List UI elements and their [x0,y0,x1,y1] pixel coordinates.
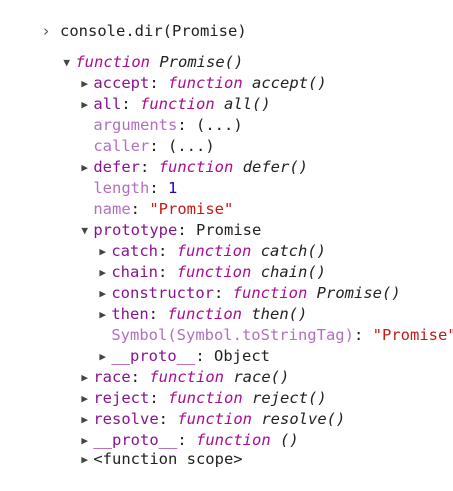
proto-catch[interactable]: ▶catch: function catch() [99,242,327,260]
triangle-right-icon[interactable]: ▶ [81,161,88,174]
proto-proto[interactable]: ▶__proto__: Object [99,347,271,365]
prop-length: ▶length: 1 [93,179,178,197]
triangle-right-icon[interactable]: ▶ [99,287,106,300]
console-command-line: › console.dir(Promise) [4,0,246,40]
prop-race[interactable]: ▶race: function race() [81,368,290,386]
triangle-right-icon[interactable]: ▶ [81,413,88,426]
prop-resolve[interactable]: ▶resolve: function resolve() [81,410,346,428]
proto-symbol-tostringtag: ▶Symbol(Symbol.toStringTag): "Promise" [111,326,453,344]
triangle-right-icon[interactable]: ▶ [81,77,88,90]
prop-reject[interactable]: ▶reject: function reject() [81,389,327,407]
triangle-right-icon[interactable]: ▶ [99,350,106,363]
triangle-down-icon[interactable]: ▼ [63,56,70,69]
triangle-right-icon[interactable]: ▶ [81,453,88,466]
proto-then[interactable]: ▶then: function then() [99,305,308,323]
triangle-right-icon[interactable]: ▶ [81,98,88,111]
triangle-right-icon[interactable]: ▶ [99,266,106,279]
console-panel: › console.dir(Promise) ▼function Promise… [4,0,453,468]
command-text: console.dir(Promise) [60,22,247,40]
prop-all[interactable]: ▶all: function all() [81,95,271,113]
prop-prototype[interactable]: ▼prototype: Promise [81,221,262,239]
triangle-right-icon[interactable]: ▶ [99,245,106,258]
triangle-down-icon[interactable]: ▼ [81,224,88,237]
prop-arguments[interactable]: ▶arguments: (...) [93,116,243,134]
proto-constructor[interactable]: ▶constructor: function Promise() [99,284,401,302]
prop-proto[interactable]: ▶__proto__: function () [81,431,299,449]
prop-function-scope[interactable]: ▶<function scope> [81,450,243,468]
prompt-chevron-icon: › [41,22,51,40]
triangle-right-icon[interactable]: ▶ [81,434,88,447]
prop-caller[interactable]: ▶caller: (...) [93,137,215,155]
prop-accept[interactable]: ▶accept: function accept() [81,74,327,92]
triangle-right-icon[interactable]: ▶ [81,392,88,405]
triangle-right-icon[interactable]: ▶ [81,371,88,384]
triangle-right-icon[interactable]: ▶ [99,308,106,321]
proto-chain[interactable]: ▶chain: function chain() [99,263,327,281]
prop-name: ▶name: "Promise" [93,200,234,218]
prop-defer[interactable]: ▶defer: function defer() [81,158,309,176]
tree-root-function-promise[interactable]: ▼function Promise() [63,53,244,71]
